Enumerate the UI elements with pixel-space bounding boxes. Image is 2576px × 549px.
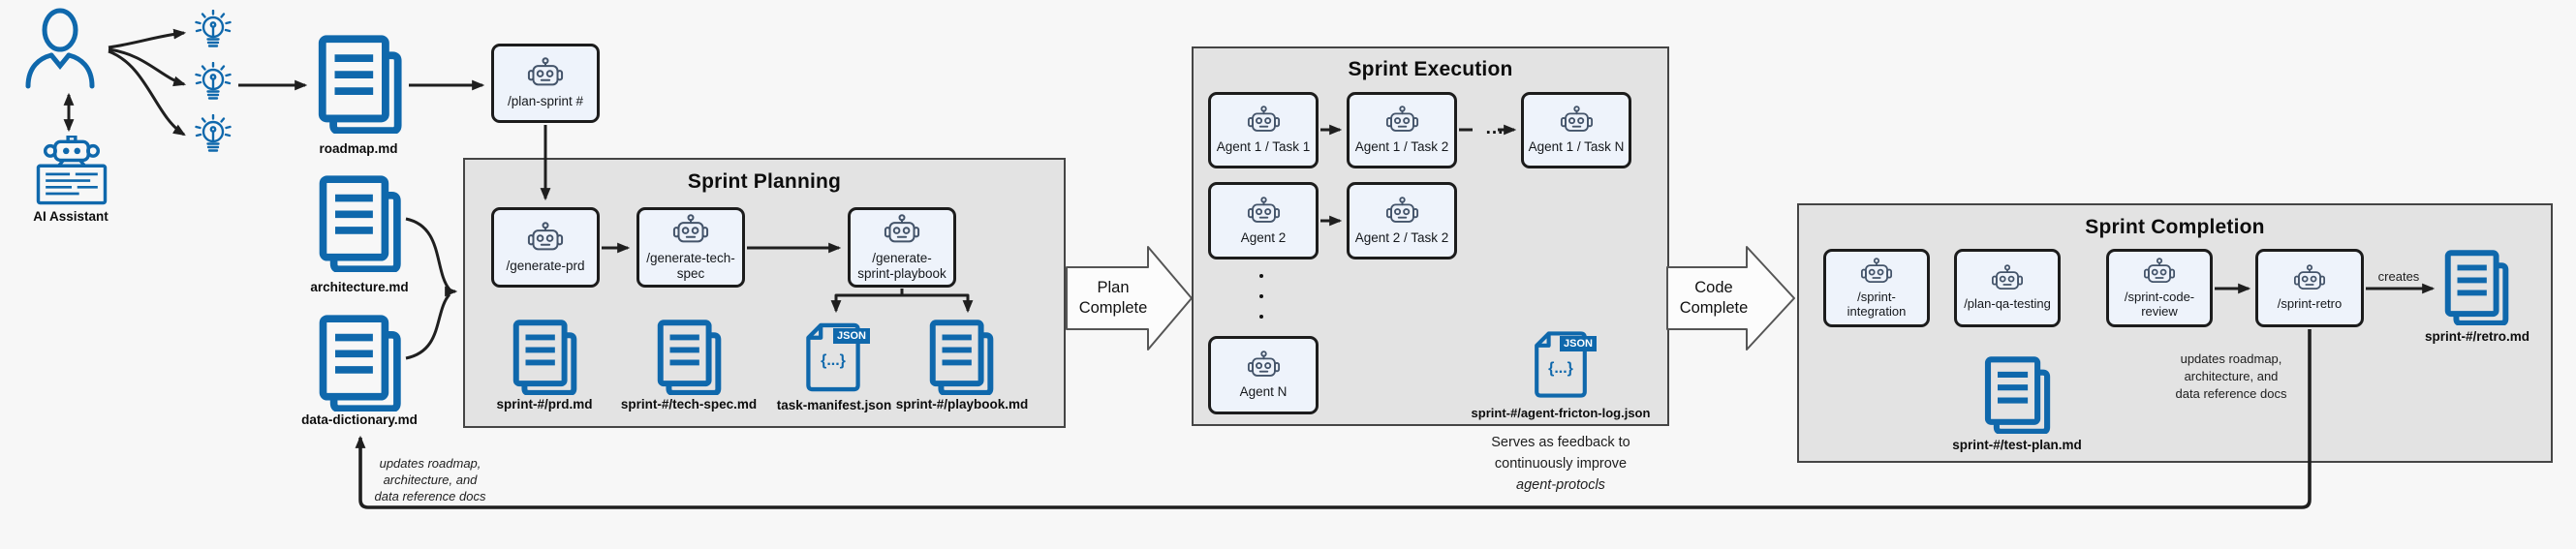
architecture-doc-label: architecture.md (310, 280, 409, 294)
vertical-ellipsis-icon (1259, 274, 1263, 319)
task-manifest-label: task-manifest.json (776, 398, 892, 412)
robot-icon (671, 214, 710, 248)
agent-2-task-2-label: Agent 2 / Task 2 (1354, 229, 1449, 245)
test-plan-doc-icon (1982, 356, 2052, 434)
task-sequence-ellipsis: ... (1485, 118, 1505, 138)
tech-spec-doc-label: sprint-#/tech-spec.md (620, 397, 758, 412)
agent-2-label: Agent 2 (1240, 229, 1287, 245)
robot-icon (1559, 106, 1595, 137)
robot-icon (1246, 106, 1282, 137)
plan-complete-text: Plan Complete (1078, 279, 1148, 317)
test-plan-doc-label: sprint-#/test-plan.md (1952, 438, 2082, 452)
agent-1-task-1: Agent 1 / Task 1 (1208, 92, 1319, 168)
agent-plan-qa-testing: /plan-qa-testing (1954, 249, 2061, 327)
playbook-doc-label: sprint-#/playbook.md (895, 397, 1029, 412)
agent-generate-prd-label: /generate-prd (506, 258, 585, 273)
sprint-execution-title: Sprint Execution (1348, 58, 1513, 80)
robot-icon (1384, 197, 1420, 228)
agent-n-label: Agent N (1239, 384, 1288, 400)
tech-spec-doc-icon (655, 320, 723, 395)
updates-docs-note-right: updates roadmap, architecture, and data … (2175, 351, 2287, 401)
agent-generate-prd: /generate-prd (491, 207, 600, 288)
agent-plan-sprint-label: /plan-sprint # (507, 94, 584, 109)
agent-generate-sprint-playbook-label: /generate-sprint-playbook (857, 251, 947, 281)
friction-feedback-note: Serves as feedback to continuously impro… (1491, 435, 1630, 493)
retro-doc-icon (2441, 250, 2511, 325)
robot-icon (2142, 258, 2177, 288)
json-braces: {...} (821, 352, 846, 369)
plan-complete-arrow: Plan Complete (1066, 245, 1194, 351)
agent-2: Agent 2 (1208, 182, 1319, 259)
prd-doc-icon (511, 320, 578, 395)
robot-icon (1990, 264, 2025, 294)
code-complete-text: Code Complete (1679, 279, 1749, 317)
agent-1-task-1-label: Agent 1 / Task 1 (1216, 139, 1311, 155)
agent-1-task-n-label: Agent 1 / Task N (1528, 139, 1625, 155)
idea-bulb-icon (192, 114, 234, 161)
idea-bulb-icon (192, 10, 234, 56)
agent-generate-sprint-playbook: /generate-sprint-playbook (848, 207, 956, 288)
prd-doc-label: sprint-#/prd.md (496, 397, 593, 412)
json-braces: {...} (1548, 360, 1573, 377)
json-badge: JSON (833, 328, 870, 344)
robot-icon (1246, 197, 1282, 228)
idea-bulb-icon (192, 62, 234, 108)
json-badge: JSON (1560, 336, 1597, 351)
robot-icon (2292, 264, 2327, 294)
updates-docs-note-left: updates roadmap, architecture, and data … (374, 456, 486, 504)
agent-sprint-retro-label: /sprint-retro (2277, 296, 2343, 312)
architecture-doc-icon (315, 175, 404, 272)
agent-sprint-retro: /sprint-retro (2255, 249, 2364, 327)
agent-2-task-2: Agent 2 / Task 2 (1347, 182, 1457, 259)
robot-icon (1384, 106, 1420, 137)
friction-log-json-icon: JSON {...} (1531, 329, 1597, 400)
robot-icon (1246, 351, 1282, 381)
agent-sprint-code-review: /sprint-code-review (2106, 249, 2213, 327)
agent-plan-sprint: /plan-sprint # (491, 44, 600, 123)
playbook-doc-icon (927, 320, 995, 395)
creates-label: creates (2377, 269, 2420, 284)
agent-1-task-2: Agent 1 / Task 2 (1347, 92, 1457, 168)
agent-1-task-n: Agent 1 / Task N (1521, 92, 1631, 168)
robot-icon (883, 214, 921, 248)
sprint-planning-title: Sprint Planning (687, 170, 842, 193)
agent-n: Agent N (1208, 336, 1319, 414)
sprint-completion-title: Sprint Completion (2085, 216, 2265, 238)
robot-icon (526, 57, 565, 91)
agent-sprint-code-review-label: /sprint-code-review (2124, 289, 2195, 319)
data-dictionary-doc-icon (315, 315, 404, 412)
agent-sprint-integration: /sprint-integration (1823, 249, 1930, 327)
agent-generate-tech-spec: /generate-tech-spec (636, 207, 745, 288)
agent-1-task-2-label: Agent 1 / Task 2 (1354, 139, 1449, 155)
friction-log-label: sprint-#/agent-fricton-log.json (1471, 406, 1651, 420)
code-complete-arrow: Code Complete (1666, 245, 1796, 351)
ai-assistant-label: AI Assistant (33, 209, 109, 224)
robot-icon (526, 222, 565, 256)
agent-plan-qa-testing-label: /plan-qa-testing (1964, 296, 2051, 312)
data-dictionary-doc-label: data-dictionary.md (301, 412, 418, 427)
robot-icon (1859, 258, 1894, 288)
user-icon (25, 8, 95, 89)
roadmap-doc-icon (315, 35, 404, 134)
roadmap-doc-label: roadmap.md (319, 141, 398, 156)
task-manifest-json-icon: JSON {...} (802, 321, 870, 393)
retro-doc-label: sprint-#/retro.md (2424, 329, 2529, 344)
agent-sprint-integration-label: /sprint-integration (1847, 289, 1907, 319)
ai-assistant-icon (36, 136, 108, 205)
agent-generate-tech-spec-label: /generate-tech-spec (646, 251, 735, 281)
